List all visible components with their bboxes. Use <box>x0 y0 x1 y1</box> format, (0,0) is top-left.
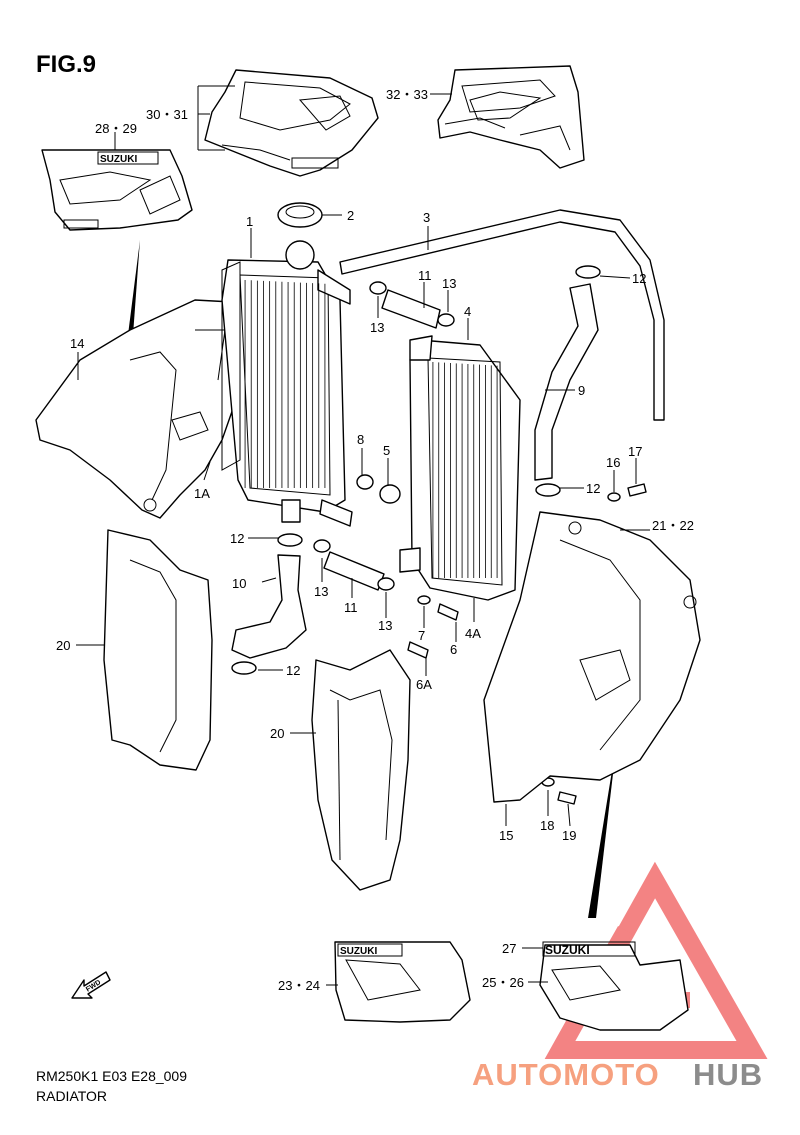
callout-13-a: 13 <box>442 276 456 291</box>
callout-7: 7 <box>418 628 425 643</box>
callout-4: 4 <box>464 304 471 319</box>
callout-17: 17 <box>628 444 642 459</box>
callout-2: 2 <box>347 208 354 223</box>
hose-10 <box>231 554 307 659</box>
callout-10: 10 <box>232 576 246 591</box>
callout-16: 16 <box>606 455 620 470</box>
callout-8: 8 <box>357 432 364 447</box>
decal-pointer-left <box>128 240 140 335</box>
callout-11-b: 11 <box>344 600 358 615</box>
watermark-text-part2: HUB <box>693 1057 763 1092</box>
diagram-model-code: RM250K1 E03 E28_009 <box>36 1068 187 1084</box>
mounting-hardware <box>356 474 647 805</box>
hose-11-lower <box>323 551 385 591</box>
callout-14: 14 <box>70 336 84 351</box>
callout-13-b: 13 <box>370 320 384 335</box>
hose-3 <box>339 209 665 421</box>
callout-3: 3 <box>423 210 430 225</box>
callout-21-22: 21・22 <box>652 518 694 533</box>
callout-20-a: 20 <box>56 638 70 653</box>
shroud-decal-30-31 <box>204 69 379 177</box>
callout-6a: 6A <box>416 677 432 692</box>
radiator-guard-20-right <box>311 649 411 891</box>
callout-18: 18 <box>540 818 554 833</box>
right-shroud-15 <box>483 511 701 803</box>
callout-25-26: 25・26 <box>482 975 524 990</box>
hose-11-upper <box>381 289 441 329</box>
callout-1a: 1A <box>194 486 210 501</box>
decal-brand-text-3: SUZUKI <box>545 943 590 957</box>
callout-9: 9 <box>578 383 585 398</box>
diagram-section-title: RADIATOR <box>36 1088 107 1104</box>
callout-11-a: 11 <box>418 268 432 283</box>
shroud-decal-32-33 <box>437 65 585 169</box>
callout-19: 19 <box>562 828 576 843</box>
decal-brand-text: SUZUKI <box>100 154 137 165</box>
callout-28-29: 28・29 <box>95 121 137 136</box>
forward-direction-icon: FWD <box>71 971 111 999</box>
callout-27: 27 <box>502 941 516 956</box>
fwd-label: FWD <box>85 979 102 993</box>
watermark-text-part1: AUTOMOTO <box>472 1057 660 1092</box>
left-radiator-1 <box>221 240 353 527</box>
right-radiator-fins <box>432 362 498 578</box>
callout-1: 1 <box>246 214 253 229</box>
right-radiator-4 <box>399 335 521 601</box>
callout-5: 5 <box>383 443 390 458</box>
callout-6: 6 <box>450 642 457 657</box>
watermark-text: AUTOMOTO HUB <box>472 1057 763 1092</box>
leader-lines <box>76 85 650 986</box>
callout-15: 15 <box>499 828 513 843</box>
callout-labels: 30・31 32・33 28・29 1 2 3 12 11 13 13 4 14… <box>56 87 694 993</box>
shroud-decal-23-24: SUZUKI <box>334 941 471 1023</box>
hose-9 <box>534 283 599 481</box>
callout-30-31: 30・31 <box>146 107 188 122</box>
radiator-guard-20-left <box>103 529 213 771</box>
callout-20-b: 20 <box>270 726 284 741</box>
left-radiator-fins <box>244 280 326 488</box>
callout-32-33: 32・33 <box>386 87 428 102</box>
callout-12-c: 12 <box>230 531 244 546</box>
shroud-decal-28-29: SUZUKI <box>41 149 193 231</box>
callout-13-c: 13 <box>314 584 328 599</box>
callout-12-b: 12 <box>586 481 600 496</box>
left-shroud-14 <box>35 299 241 519</box>
callout-12-a: 12 <box>632 271 646 286</box>
callout-13-d: 13 <box>378 618 392 633</box>
decal-brand-text-2: SUZUKI <box>340 946 377 957</box>
figure-title: FIG.9 <box>36 51 96 78</box>
shroud-decal-25-26: SUZUKI <box>539 941 689 1031</box>
hose-clamps <box>231 265 601 675</box>
decal-pointer-right <box>588 740 617 918</box>
callout-23-24: 23・24 <box>278 978 320 993</box>
callout-4a: 4A <box>465 626 481 641</box>
callout-12-d: 12 <box>286 663 300 678</box>
